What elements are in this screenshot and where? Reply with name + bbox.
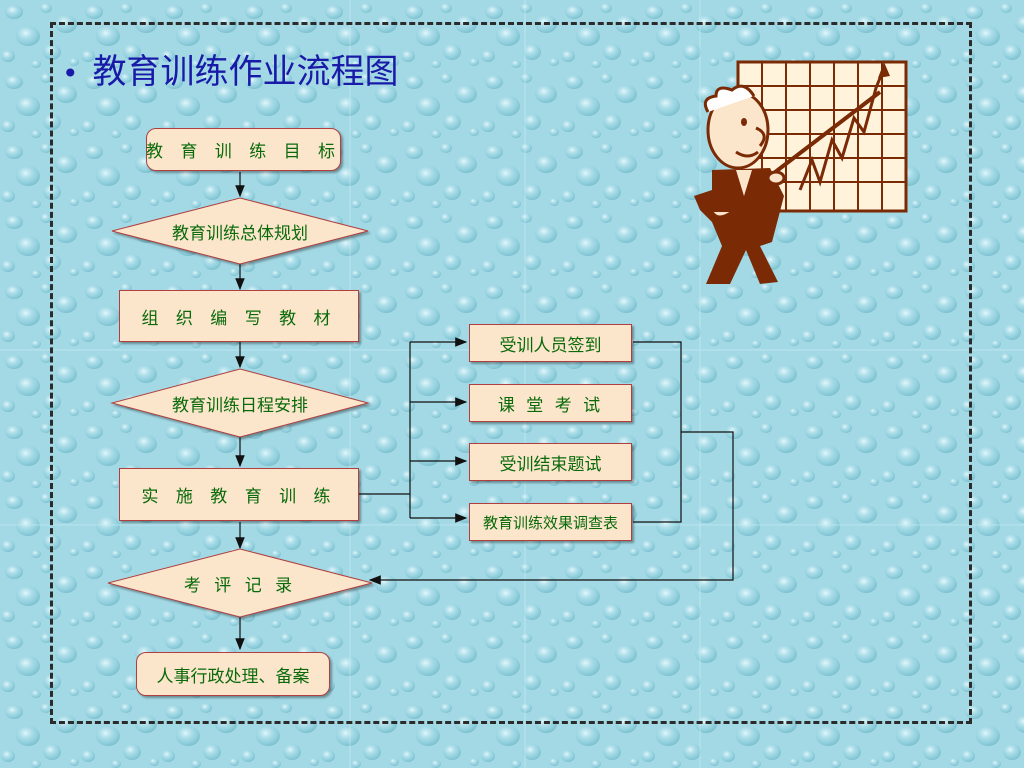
node-implement: 实 施 教 育 训 练 xyxy=(119,468,359,521)
title-text: 教育训练作业流程图 xyxy=(92,52,399,92)
diamond-schedule xyxy=(110,368,370,438)
node-goal: 教 育 训 练 目 标 xyxy=(146,128,341,171)
node-evaluate-label: 考 评 记 录 xyxy=(183,575,297,596)
node-materials: 组 织 编 写 教 材 xyxy=(119,290,359,342)
dashed-frame xyxy=(50,22,972,724)
page-title: • 教育训练作业流程图 xyxy=(62,44,399,93)
node-survey: 教育训练效果调查表 xyxy=(469,503,632,541)
return-line xyxy=(368,431,734,585)
title-bullet: • xyxy=(62,57,79,90)
diamond-plan xyxy=(111,197,369,265)
presenter-figure xyxy=(694,84,882,284)
node-signin: 受训人员签到 xyxy=(469,324,632,362)
rising-trend-line xyxy=(798,67,886,191)
node-final-test: 受训结束题试 xyxy=(469,443,632,481)
node-schedule-label: 教育训练日程安排 xyxy=(172,395,308,416)
node-exam: 课 堂 考 试 xyxy=(469,384,632,422)
diamond-evaluate xyxy=(107,548,373,618)
node-hr: 人事行政处理、备案 xyxy=(136,652,330,696)
node-plan-label: 教育训练总体规划 xyxy=(172,223,308,244)
